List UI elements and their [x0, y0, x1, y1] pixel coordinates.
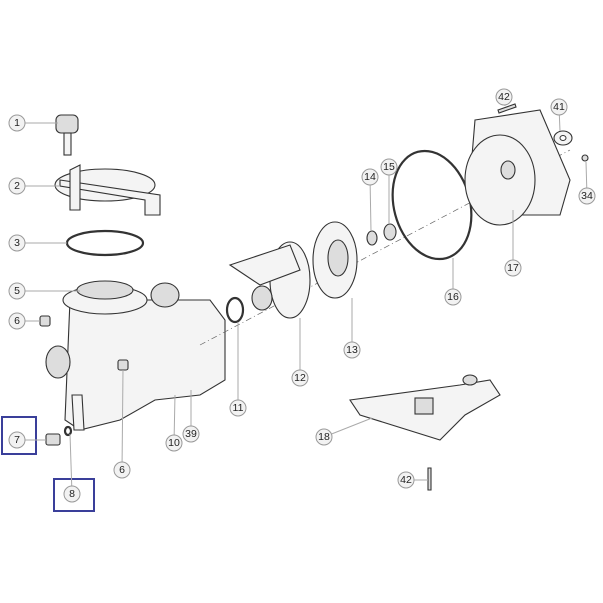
callout-16: 16 [444, 258, 462, 306]
callout-label: 6 [14, 315, 20, 327]
callout-circle [8, 177, 26, 195]
callout-circle [578, 187, 596, 205]
callout-3: 3 [8, 234, 67, 252]
callout-label: 17 [507, 262, 519, 274]
callout-label: 3 [14, 237, 20, 249]
callout-circle [63, 485, 81, 503]
callout-label: 6 [119, 464, 125, 476]
callout-label: 16 [447, 291, 459, 303]
callout-label: 11 [233, 402, 244, 414]
highlight-box-7 [1, 416, 37, 455]
callout-34: 34 [578, 161, 596, 205]
callout-5: 5 [8, 282, 80, 300]
callout-8: 8 [63, 433, 81, 503]
callout-label: 13 [346, 344, 358, 356]
lid-knob [55, 114, 79, 156]
bolt-42-top [497, 103, 517, 114]
callout-label: 14 [364, 171, 376, 183]
callout-17: 17 [504, 210, 522, 277]
callout-13: 13 [343, 298, 361, 359]
callout-label: 39 [185, 428, 197, 440]
callout-42: 42 [495, 88, 513, 107]
callout-circle [343, 341, 361, 359]
callout-label: 18 [318, 431, 330, 443]
callout-1: 1 [8, 114, 58, 132]
seal-14 [366, 230, 378, 246]
washer-41 [553, 130, 573, 146]
callout-6: 6 [113, 369, 131, 479]
callout-circle [397, 471, 415, 489]
pump-housing [39, 280, 226, 431]
callout-2: 2 [8, 177, 60, 195]
impeller [312, 221, 358, 299]
seal-15 [383, 223, 397, 241]
callout-circle [8, 312, 26, 330]
callout-label: 5 [14, 285, 20, 297]
callout-circle [182, 425, 200, 443]
leader-line [323, 417, 373, 438]
callout-circle [113, 461, 131, 479]
strainer-lid [54, 164, 161, 216]
leader-line [121, 369, 124, 471]
callout-label: 34 [581, 190, 593, 202]
callout-circle [550, 98, 568, 116]
callout-circle [444, 288, 462, 306]
drain-plug [45, 425, 73, 446]
callout-circle [315, 428, 333, 446]
callout-label: 42 [400, 474, 412, 486]
callout-circle [165, 434, 183, 452]
seal-plate [464, 109, 571, 226]
callout-label: 42 [498, 91, 510, 103]
callout-18: 18 [315, 417, 373, 446]
motor-support [349, 374, 501, 441]
callout-12: 12 [291, 318, 309, 387]
bolt-42-bottom [427, 467, 432, 491]
callout-circle [8, 234, 26, 252]
callout-label: 10 [168, 437, 180, 449]
callout-circle [504, 259, 522, 277]
diffuser-o-ring [225, 296, 245, 324]
callout-circle [291, 369, 309, 387]
leader-line [369, 176, 372, 232]
leader-line [69, 433, 73, 495]
callout-label: 12 [294, 372, 306, 384]
callout-11: 11 [229, 322, 247, 417]
callout-label: 7 [14, 434, 20, 446]
callout-10: 10 [165, 394, 183, 452]
callout-circle [8, 114, 26, 132]
callout-circle [380, 158, 398, 176]
callout-label: 15 [383, 161, 395, 173]
callout-label: 2 [14, 180, 20, 192]
nut-34 [581, 154, 589, 162]
lid-o-ring [65, 229, 145, 257]
callout-circle [229, 399, 247, 417]
callout-circle [361, 168, 379, 186]
highlight-box-8 [53, 478, 95, 512]
callout-41: 41 [550, 98, 568, 132]
callout-15: 15 [380, 158, 398, 224]
callout-circle [495, 88, 513, 106]
callout-label: 41 [553, 101, 565, 113]
callout-circle [8, 282, 26, 300]
callout-label: 8 [69, 488, 75, 500]
callout-circle [8, 431, 26, 449]
callout-39: 39 [182, 390, 200, 443]
diffuser [228, 241, 311, 319]
callout-7: 7 [8, 431, 46, 449]
callout-6: 6 [8, 312, 40, 330]
callout-label: 1 [14, 117, 20, 129]
callout-14: 14 [361, 168, 379, 232]
callout-42: 42 [397, 471, 428, 489]
